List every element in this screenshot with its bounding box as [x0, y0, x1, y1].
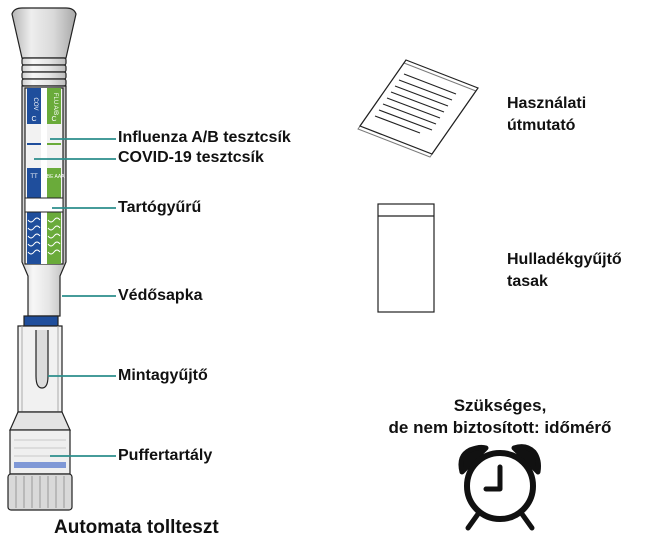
- label-sample-collector: Mintagyűjtő: [118, 367, 208, 384]
- label-protective-cap: Védősapka: [118, 287, 203, 304]
- device-caption: Automata tollteszt: [54, 517, 219, 538]
- swab-loop: [35, 330, 49, 389]
- strip-text-c-left: C: [31, 116, 36, 123]
- instruction-sheet-illustration: [357, 59, 479, 158]
- alarm-clock-icon: [458, 444, 541, 531]
- flu-strip-window: [47, 124, 61, 168]
- waste-bag-illustration: [377, 203, 435, 313]
- thread-rings: [21, 57, 67, 87]
- label-waste-bag-line2: tasak: [507, 273, 548, 290]
- strip-text-c-right: C: [51, 116, 56, 123]
- leader-lines: [34, 138, 116, 457]
- holder-ring-band: [24, 197, 64, 213]
- label-required-line1: Szükséges,: [453, 396, 547, 415]
- strip-text-covid-top: COV: [32, 97, 38, 110]
- strip-text-right-bottom: BBE AAA: [43, 174, 65, 180]
- label-instructions-line1: Használati: [507, 95, 587, 112]
- label-instructions-line2: útmutató: [507, 117, 576, 134]
- label-holder-ring: Tartógyűrű: [118, 199, 202, 216]
- strip-text-left-bottom: TT: [30, 174, 38, 180]
- label-influenza-strip: Influenza A/B tesztcsík: [118, 129, 291, 146]
- protective-cap-band: [23, 315, 59, 327]
- label-waste-bag-line1: Hulladékgyűjtő: [507, 251, 622, 268]
- label-covid-strip: COVID-19 tesztcsík: [118, 149, 264, 166]
- label-buffer-container: Puffertartály: [118, 447, 213, 464]
- label-required-line2: de nem biztosított: időmérő: [388, 418, 612, 437]
- top-cap: [11, 7, 77, 59]
- covid-strip-window: [27, 124, 41, 168]
- strip-text-flu-top: FLU A/B: [52, 93, 58, 115]
- buffer-liquid-band: [14, 462, 66, 468]
- test-strips: COV FLU A/B C C TT BBE AAA: [24, 88, 65, 264]
